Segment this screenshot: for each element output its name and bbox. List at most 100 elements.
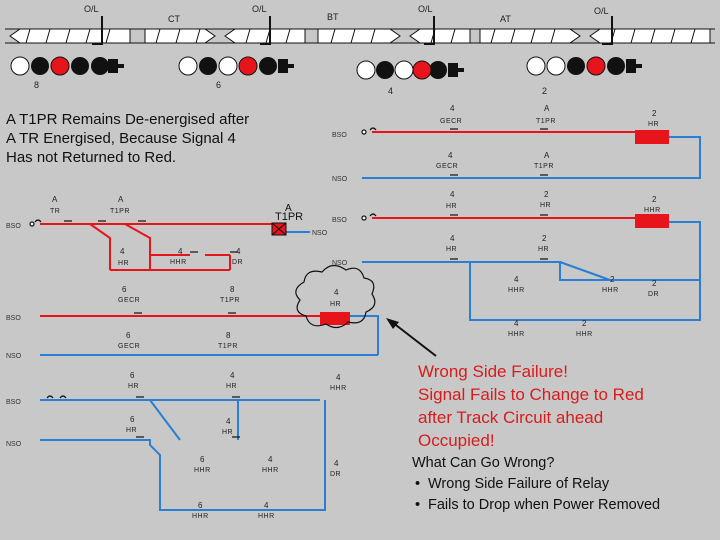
relay-name: HR xyxy=(330,301,341,308)
fault-cloud xyxy=(295,264,376,329)
relay-name: GECR xyxy=(118,343,140,350)
relay-num: 4 xyxy=(264,501,269,510)
signal-number-2: 2 xyxy=(542,86,547,96)
relay-name: HHR xyxy=(194,467,211,474)
relay-coil-4-hr-failed xyxy=(320,312,350,325)
relay-num: 6 xyxy=(130,415,135,424)
bullet-list: Wrong Side Failure of Relay Fails to Dro… xyxy=(412,474,720,516)
signal-8 xyxy=(10,56,124,76)
relay-num: 2 xyxy=(544,190,549,199)
relay-num: A xyxy=(118,195,124,204)
relay-num: 6 xyxy=(130,371,135,380)
relay-name: DR xyxy=(330,471,341,478)
wsf-line: Signal Fails to Change to Red xyxy=(418,385,644,404)
track-section xyxy=(409,28,471,44)
track-circuit-bt: BT xyxy=(327,12,339,22)
relay-name: HHR xyxy=(262,467,279,474)
track-layout: CT BT AT O/L O/L O/L O/L xyxy=(5,4,715,45)
bus-bso: BSO xyxy=(6,223,21,230)
track-section xyxy=(224,28,306,44)
relay-name: HHR xyxy=(602,287,619,294)
relay-num: 4 xyxy=(230,371,235,380)
relay-num: 2 xyxy=(610,275,615,284)
relay-num: 2 xyxy=(652,279,657,288)
relay-name: HHR xyxy=(192,513,209,520)
wsf-line: Occupied! xyxy=(418,431,495,450)
relay-name: HHR xyxy=(330,385,347,392)
relay-num: 4 xyxy=(336,373,341,382)
relay-num: 6 xyxy=(126,331,131,340)
relay-name: T1PR xyxy=(220,297,240,304)
failure-arrow xyxy=(386,318,437,357)
relay-name: HHR xyxy=(576,331,593,338)
relay-name: GECR xyxy=(118,297,140,304)
relay-name: T1PR xyxy=(218,343,238,350)
signal-2 xyxy=(526,56,642,76)
relay-num: A xyxy=(544,104,550,113)
relay-num: 2 xyxy=(542,234,547,243)
relay-name-a-t1pr-coil: T1PR xyxy=(275,211,303,223)
what-can-go-wrong: What Can Go Wrong? Wrong Side Failure of… xyxy=(412,453,720,516)
relay-name-t1pr: T1PR xyxy=(110,208,130,215)
headline-line: A T1PR Remains De-energised after xyxy=(6,111,250,128)
track-section-ct xyxy=(144,28,216,44)
relay-num: A xyxy=(544,151,550,160)
relay-num: 4 xyxy=(268,455,273,464)
relay-name: HHR xyxy=(508,287,525,294)
relay-num: 6 xyxy=(122,285,127,294)
relay-name: HR xyxy=(446,203,457,210)
relay-coil-2-hr xyxy=(635,130,669,144)
track-section xyxy=(9,28,131,44)
relay-name: HR xyxy=(226,383,237,390)
bullet-item: Fails to Drop when Power Removed xyxy=(415,495,720,516)
bus-bso: BSO xyxy=(332,217,347,224)
bus-nso: NSO xyxy=(332,260,348,267)
bus-bso: BSO xyxy=(6,399,21,406)
relay-num: 4 xyxy=(178,247,183,256)
bus-bso: BSO xyxy=(6,315,21,322)
wsf-line: after Track Circuit ahead xyxy=(418,408,604,427)
bus-bso: BSO xyxy=(332,132,347,139)
bus-nso: NSO xyxy=(332,176,348,183)
track-section-at xyxy=(479,28,581,44)
relay-name: GECR xyxy=(436,163,458,170)
overlap-label: O/L xyxy=(252,4,267,14)
relay-num: 4 xyxy=(514,319,519,328)
bus-nso: NSO xyxy=(6,353,22,360)
relay-num: 2 xyxy=(652,195,657,204)
relay-num: 4 xyxy=(450,190,455,199)
relay-name: HHR xyxy=(508,331,525,338)
wsf-line: Wrong Side Failure! xyxy=(418,362,568,381)
relay-num: A xyxy=(52,195,58,204)
signal-number-6: 6 xyxy=(216,80,221,90)
wrong-side-failure-note: Wrong Side Failure! Signal Fails to Chan… xyxy=(418,360,718,452)
signal-4 xyxy=(356,60,464,80)
relay-coil-2-hhr xyxy=(635,214,669,228)
relay-num: 2 xyxy=(652,109,657,118)
relay-name: HR xyxy=(126,427,137,434)
relay-name: DR xyxy=(232,259,243,266)
track-circuit-ct: CT xyxy=(168,14,180,24)
track-section-bt xyxy=(317,28,401,44)
overlap-label: O/L xyxy=(84,4,99,14)
track-circuit-at: AT xyxy=(500,14,511,24)
relay-name: HR xyxy=(648,121,659,128)
relay-name: DR xyxy=(648,291,659,298)
relay-num: 4 xyxy=(334,459,339,468)
relay-name-tr: TR xyxy=(50,208,60,215)
relay-num: 4 xyxy=(450,104,455,113)
overlap-label: O/L xyxy=(594,6,609,16)
relay-name: HR xyxy=(540,202,551,209)
relay-name: HHR xyxy=(644,207,661,214)
relay-name: T1PR xyxy=(534,163,554,170)
signal-number-4: 4 xyxy=(388,86,393,96)
relay-num: 8 xyxy=(226,331,231,340)
bus-nso: NSO xyxy=(6,441,22,448)
relay-name: HR xyxy=(128,383,139,390)
relay-num: 6 xyxy=(198,501,203,510)
relay-name: HR xyxy=(118,260,129,267)
headline-text: A T1PR Remains De-energised after A TR E… xyxy=(6,110,306,167)
relay-num: 4 xyxy=(236,247,241,256)
relay-num: 8 xyxy=(230,285,235,294)
